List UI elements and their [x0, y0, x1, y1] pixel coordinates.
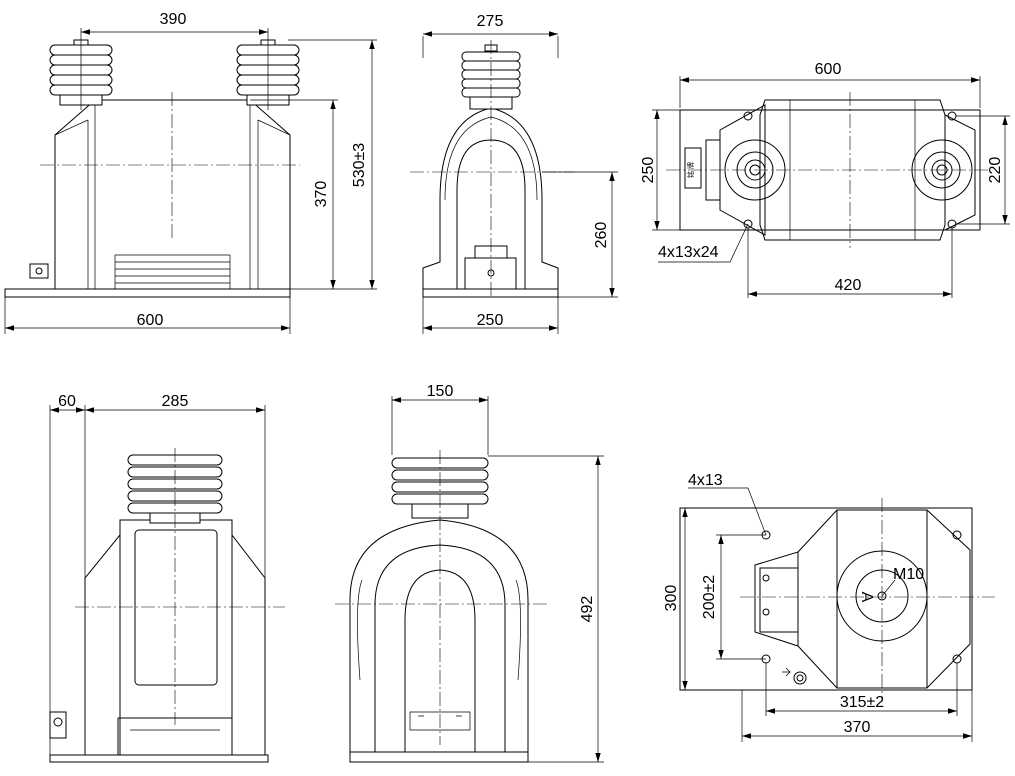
- holes-label-bottom: 4x13: [688, 472, 723, 489]
- dim-285: 285: [162, 393, 189, 410]
- dim-600-plan: 600: [815, 61, 842, 78]
- plan-view-bottom: A M10 300 200±2 315±2 370 4x13: [663, 472, 995, 742]
- bushing-right: [236, 35, 300, 110]
- dim-370-plan: 370: [844, 719, 871, 736]
- dim-250-side: 250: [477, 312, 504, 329]
- nameplate: 铭 牌: [684, 147, 702, 189]
- dim-220: 220: [987, 157, 1004, 184]
- side-view-bottom: 150 492: [335, 383, 604, 763]
- holes-label-top: 4x13x24: [658, 244, 719, 261]
- dim-150: 150: [427, 383, 454, 400]
- front-view-top: 390 600 530±3 370: [4, 11, 377, 334]
- phase-label: A: [858, 592, 875, 603]
- dim-60: 60: [58, 393, 76, 410]
- dim-300: 300: [663, 585, 680, 612]
- dim-275: 275: [477, 13, 504, 30]
- dim-315: 315±2: [840, 694, 884, 711]
- dim-390: 390: [160, 11, 187, 28]
- terminal-label: M10: [893, 566, 924, 583]
- dim-200: 200±2: [701, 575, 718, 619]
- dim-370: 370: [313, 181, 330, 208]
- dim-250-plan: 250: [640, 157, 657, 184]
- dim-420: 420: [835, 277, 862, 294]
- dim-600: 600: [137, 312, 164, 329]
- dim-530: 530±3: [351, 143, 368, 187]
- side-view-top: 275 250 260: [410, 13, 618, 334]
- front-view-bottom: 60 285: [49, 393, 285, 763]
- dim-260: 260: [593, 222, 610, 249]
- dim-492: 492: [579, 596, 596, 623]
- plan-view-top: 铭 牌 600 250 220 420 4x13x24: [640, 61, 1010, 298]
- bushing-left: [49, 35, 113, 110]
- bushing-side-top: [461, 44, 521, 110]
